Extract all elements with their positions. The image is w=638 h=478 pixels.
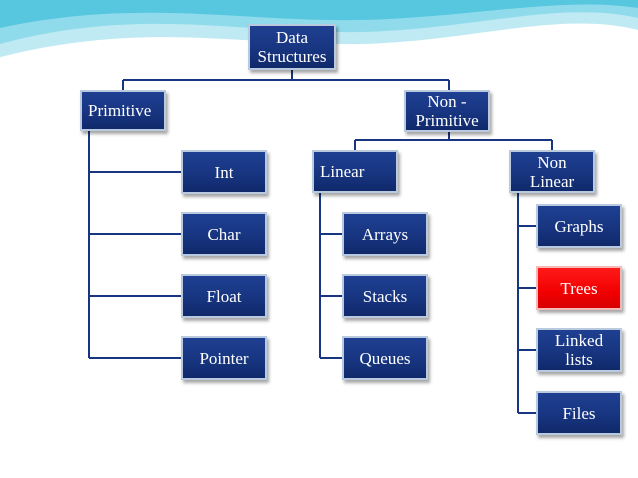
- node-queues: Queues: [342, 336, 428, 380]
- node-graphs: Graphs: [536, 204, 622, 248]
- node-files: Files: [536, 391, 622, 435]
- node-primitive: Primitive: [80, 90, 166, 131]
- node-float: Float: [181, 274, 267, 318]
- node-linked-lists: Linked lists: [536, 328, 622, 372]
- node-int: Int: [181, 150, 267, 194]
- node-linear: Linear: [312, 150, 398, 193]
- node-non-linear: Non Linear: [509, 150, 595, 193]
- node-pointer: Pointer: [181, 336, 267, 380]
- node-data-structures: Data Structures: [248, 24, 336, 70]
- node-arrays: Arrays: [342, 212, 428, 256]
- node-trees-highlighted: Trees: [536, 266, 622, 310]
- node-non-primitive: Non - Primitive: [404, 90, 490, 132]
- node-stacks: Stacks: [342, 274, 428, 318]
- node-char: Char: [181, 212, 267, 256]
